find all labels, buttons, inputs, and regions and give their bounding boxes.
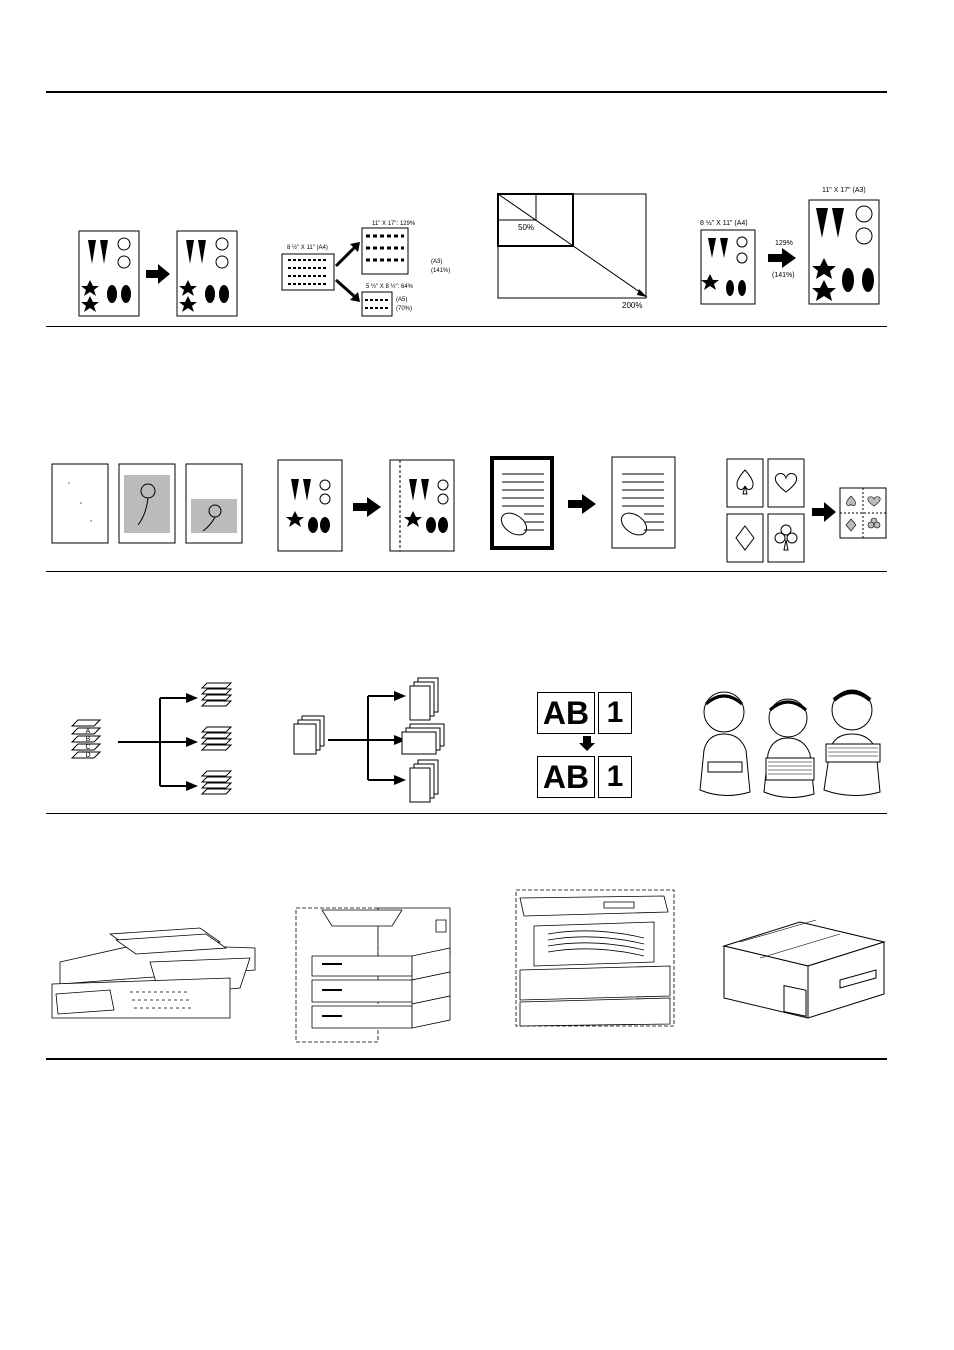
page-label-a: A <box>86 728 91 735</box>
user-figure-3 <box>823 689 881 796</box>
club-icon <box>774 524 798 551</box>
preset-bottom-alt-pct: (70%) <box>396 306 413 312</box>
stamp-number-copy: 1 <box>598 756 632 798</box>
section-rule-2 <box>46 571 887 572</box>
sorted-set-2 <box>200 726 233 751</box>
arrow-right-icon <box>768 248 796 268</box>
stamp-illustration: AB 1 AB 1 <box>537 692 633 800</box>
heart-icon <box>774 473 798 493</box>
copy-sheet <box>176 230 238 317</box>
enlarge-pct-label: 129% <box>775 240 793 247</box>
top-rule <box>46 91 887 93</box>
preset-top-alt-pct: (141%) <box>431 268 451 274</box>
arrow-right-icon <box>812 502 836 522</box>
paper-feeder-illustration <box>295 907 451 1043</box>
stamp-ab-copy: AB <box>537 756 595 798</box>
arrow-up-right-icon <box>334 246 356 268</box>
arrow-down-icon <box>579 736 595 751</box>
zoom-min-label: 50% <box>518 223 535 232</box>
sort-copies-illustration: A B C D <box>70 682 233 795</box>
page-label-b: B <box>86 736 91 743</box>
stamp-number-original: 1 <box>598 692 632 734</box>
section-rule-1 <box>46 326 887 327</box>
enlarge-pct-alt-label: (141%) <box>772 272 795 279</box>
preset-top-alt-label: (A3) <box>431 259 443 265</box>
original-stack <box>70 719 102 759</box>
dark-original <box>118 463 176 544</box>
diamond-icon <box>735 525 755 551</box>
image-quality-illustration <box>51 463 243 544</box>
section-rule-3 <box>46 813 887 814</box>
page-label-c: C <box>85 744 90 751</box>
border-erase-illustration <box>490 456 676 550</box>
stamp-ab-original: AB <box>537 692 595 734</box>
page-label-d: D <box>85 752 90 759</box>
photo-original <box>185 463 243 544</box>
users-illustration <box>699 689 881 798</box>
light-original <box>51 463 109 544</box>
enlarge-illustration <box>700 199 880 305</box>
arrow-down-right-icon <box>335 278 355 298</box>
document-processor-illustration <box>51 927 256 1019</box>
user-figure-2 <box>763 698 815 798</box>
original-sheet <box>78 230 140 317</box>
variable-zoom-illustration <box>497 193 648 299</box>
preset-zoom-illustration <box>281 227 409 317</box>
arrow-right-icon <box>568 494 596 514</box>
arrow-right-icon <box>146 264 170 284</box>
finisher-illustration <box>515 889 675 1027</box>
enlarge-to-label: 11" X 17" (A3) <box>822 187 866 194</box>
spade-icon <box>736 469 754 495</box>
preset-from-label: 8 ½" X 11" (A4) <box>287 245 328 251</box>
enlarge-from-label: 8 ½" X 11" (A4) <box>700 220 748 227</box>
bottom-rule <box>46 1058 887 1060</box>
same-size-copy-illustration <box>78 230 238 317</box>
zoom-max-label: 200% <box>622 301 643 310</box>
margin-shift-illustration <box>277 459 455 552</box>
sorted-set-1 <box>200 682 233 707</box>
toner-box-illustration <box>722 919 886 1019</box>
arrow-right-icon <box>353 497 381 517</box>
sorted-set-3 <box>200 770 233 795</box>
preset-bottom-label: 5 ½" X 8 ½": 64% <box>366 284 413 290</box>
combine-copy-illustration <box>726 458 887 563</box>
user-figure-1 <box>699 691 751 796</box>
preset-top-label: 11" X 17": 129% <box>372 221 416 227</box>
group-copies-illustration <box>293 677 445 803</box>
preset-bottom-alt-label: (A5) <box>396 297 408 303</box>
